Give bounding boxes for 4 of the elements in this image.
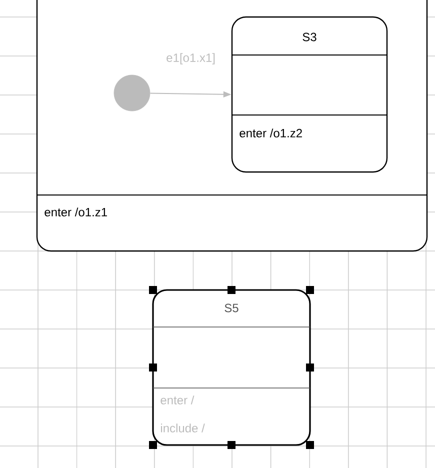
state-box: S5 enter / include /	[152, 289, 311, 446]
edge-label: e1[o1.x1]	[166, 53, 215, 64]
initial-state-dot	[114, 74, 150, 112]
state-box: S3 enter /o1.z2	[231, 16, 388, 173]
